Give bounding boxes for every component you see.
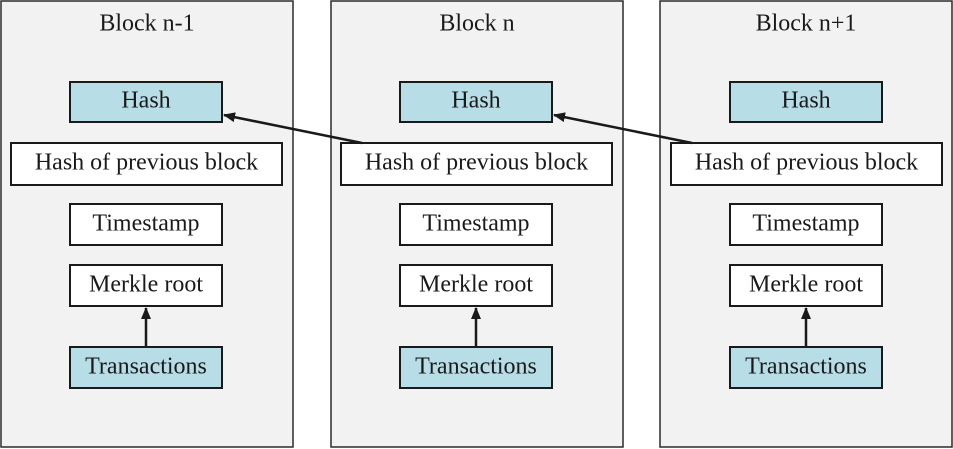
chain-link-arrow [553, 112, 693, 145]
prev-hash-label: Hash of previous block [35, 150, 258, 176]
transactions-label: Transactions [745, 354, 867, 380]
block-n-minus-1: Block n-1 Hash Hash of previous block Ti… [0, 0, 294, 448]
timestamp-box [729, 203, 883, 246]
merkle-root-label: Merkle root [419, 272, 533, 298]
hash-box [729, 81, 883, 123]
merkle-root-label: Merkle root [89, 272, 203, 298]
merkle-root-label: Merkle root [749, 272, 863, 298]
block-n: Block n Hash Hash of previous block Time… [330, 0, 624, 448]
hash-label: Hash [121, 88, 170, 114]
transactions-box [729, 346, 883, 389]
block-n-plus-1: Block n+1 Hash Hash of previous block Ti… [659, 0, 953, 448]
hash-label: Hash [451, 88, 500, 114]
prev-hash-label: Hash of previous block [365, 150, 588, 176]
merkle-root-box [399, 264, 553, 307]
block-title: Block n-1 [99, 11, 194, 37]
merkle-root-box [69, 264, 223, 307]
transactions-box [69, 346, 223, 389]
timestamp-label: Timestamp [92, 211, 199, 237]
chain-link-arrow [223, 112, 363, 145]
timestamp-label: Timestamp [752, 211, 859, 237]
prev-hash-box [670, 142, 943, 186]
transactions-box [399, 346, 553, 389]
prev-hash-label: Hash of previous block [695, 150, 918, 176]
timestamp-box [69, 203, 223, 246]
prev-hash-box [10, 142, 283, 186]
block-title: Block n [439, 11, 514, 37]
hash-box [69, 81, 223, 123]
transactions-label: Transactions [85, 354, 207, 380]
hash-label: Hash [781, 88, 830, 114]
transactions-label: Transactions [415, 354, 537, 380]
timestamp-box [399, 203, 553, 246]
merkle-root-box [729, 264, 883, 307]
prev-hash-box [340, 142, 613, 186]
timestamp-label: Timestamp [422, 211, 529, 237]
block-title: Block n+1 [756, 11, 857, 37]
hash-box [399, 81, 553, 123]
